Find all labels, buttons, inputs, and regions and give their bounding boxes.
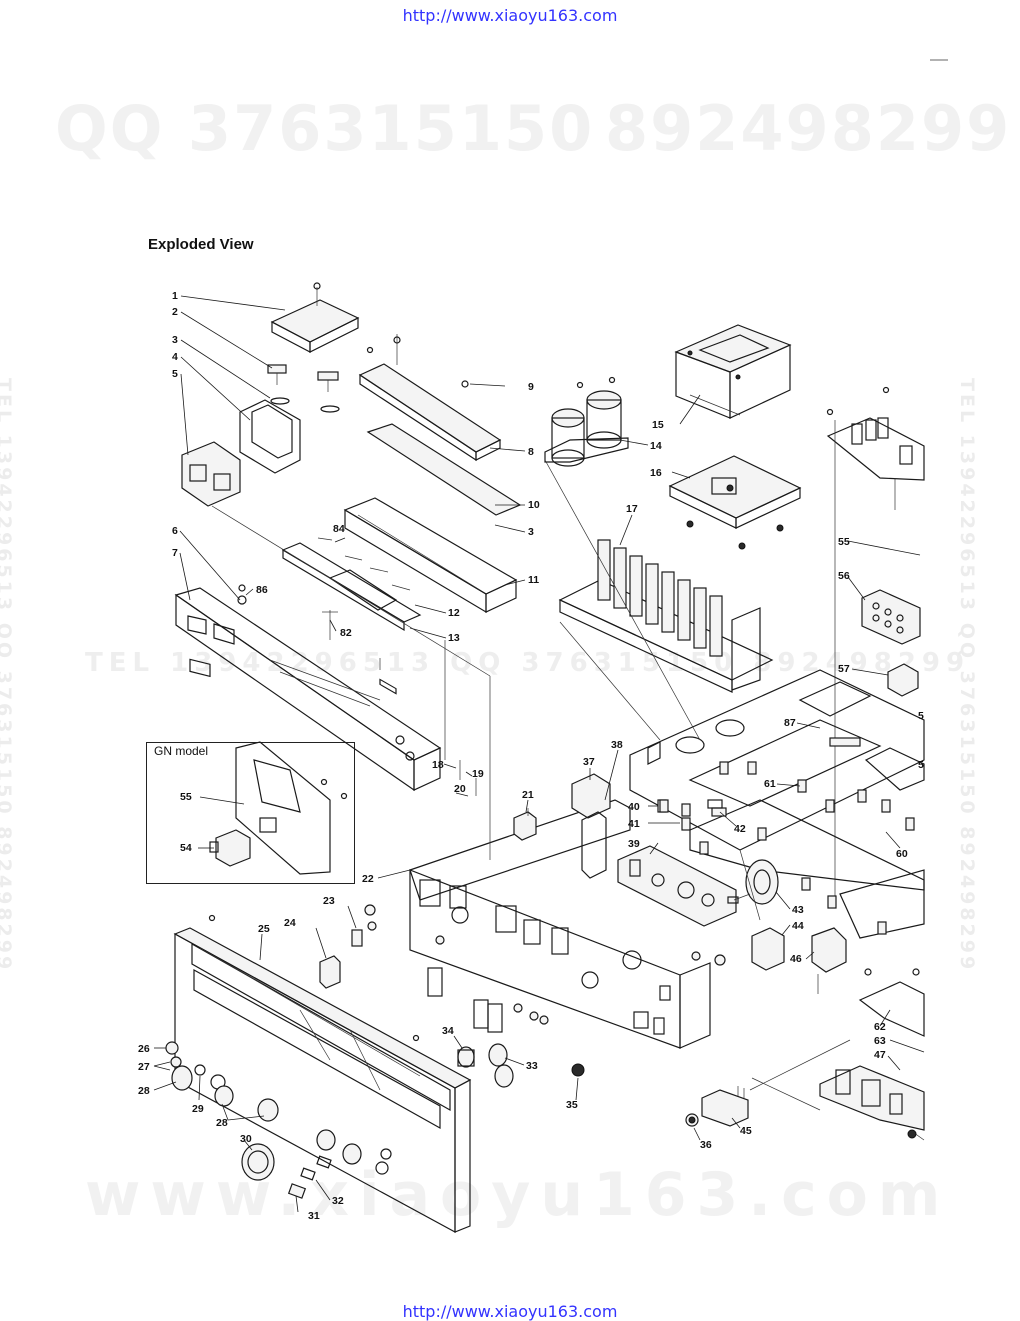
- svg-text:45: 45: [740, 1125, 752, 1137]
- switch-board-39: [617, 845, 737, 927]
- svg-text:82: 82: [340, 627, 352, 639]
- header-url[interactable]: http://www.xiaoyu163.com: [402, 6, 618, 25]
- svg-text:18: 18: [432, 759, 444, 771]
- svg-text:27: 27: [138, 1061, 150, 1073]
- svg-text:61: 61: [764, 778, 776, 790]
- svg-text:24: 24: [284, 917, 296, 929]
- gn-model-inset-box: [146, 742, 355, 884]
- svg-text:11: 11: [528, 574, 539, 586]
- svg-text:55: 55: [180, 791, 192, 803]
- svg-text:87: 87: [784, 717, 796, 729]
- svg-text:15: 15: [652, 419, 664, 431]
- svg-text:10: 10: [528, 499, 540, 511]
- svg-text:21: 21: [522, 789, 534, 801]
- svg-text:6: 6: [172, 525, 178, 537]
- svg-text:42: 42: [734, 823, 746, 835]
- svg-text:19: 19: [472, 768, 484, 780]
- svg-text:20: 20: [454, 783, 466, 795]
- watermark-www: www.xiaoyu163.com: [85, 1160, 951, 1230]
- tuning-flywheel-43: [727, 859, 779, 905]
- svg-text:26: 26: [138, 1043, 150, 1055]
- svg-text:3: 3: [528, 526, 534, 538]
- svg-text:16: 16: [650, 467, 662, 479]
- lower-right-board: [819, 981, 925, 1141]
- svg-text:13: 13: [448, 632, 460, 644]
- svg-text:55: 55: [838, 536, 850, 548]
- svg-text:36: 36: [700, 1139, 712, 1151]
- svg-text:28: 28: [138, 1085, 150, 1097]
- switch-45: [701, 1086, 749, 1127]
- diagram-title: Exploded View: [148, 236, 254, 253]
- svg-text:30: 30: [240, 1133, 252, 1145]
- svg-text:29: 29: [192, 1103, 204, 1115]
- selector-switch-37: [571, 773, 611, 879]
- svg-text:4: 4: [172, 351, 178, 363]
- watermark-qq2: 892498299: [605, 92, 1012, 165]
- svg-text:31: 31: [308, 1210, 320, 1222]
- svg-text:40: 40: [628, 801, 640, 813]
- svg-text:34: 34: [442, 1025, 454, 1037]
- svg-text:2: 2: [172, 306, 178, 318]
- gn-model-bracket: [209, 741, 348, 875]
- svg-text:86: 86: [256, 584, 268, 596]
- transformer-bracket: [668, 455, 802, 550]
- svg-text:37: 37: [583, 756, 595, 768]
- svg-text:38: 38: [611, 739, 623, 751]
- svg-text:39: 39: [628, 838, 640, 850]
- svg-text:12: 12: [448, 607, 460, 619]
- tuner-chassis-assembly: [281, 334, 522, 695]
- svg-text:8: 8: [528, 446, 534, 458]
- svg-text:43: 43: [792, 904, 804, 916]
- watermark-qq: QQ 376315150: [55, 92, 595, 165]
- meter-bracket-assembly: [181, 282, 360, 507]
- knobs-33-34: [457, 1043, 514, 1088]
- svg-text:25: 25: [258, 923, 270, 935]
- capacitor-assembly: [544, 376, 629, 467]
- svg-text:5: 5: [918, 759, 924, 771]
- svg-text:44: 44: [792, 920, 804, 932]
- svg-text:41: 41: [628, 818, 640, 830]
- svg-text:5: 5: [172, 368, 178, 380]
- front-knobs: [165, 1041, 392, 1199]
- gn-model-label: GN model: [154, 744, 209, 758]
- svg-text:56: 56: [838, 570, 850, 582]
- svg-text:84: 84: [333, 523, 345, 535]
- svg-text:62: 62: [874, 1021, 886, 1033]
- power-transformer: [674, 324, 792, 419]
- svg-text:57: 57: [838, 663, 850, 675]
- front-panel: [173, 914, 472, 1234]
- svg-text:63: 63: [874, 1035, 886, 1047]
- svg-text:1: 1: [172, 290, 178, 302]
- heatsink-assembly: [558, 539, 774, 693]
- terminal-block-56: [861, 589, 921, 645]
- footer-url[interactable]: http://www.xiaoyu163.com: [402, 1302, 618, 1321]
- svg-text:54: 54: [180, 842, 192, 854]
- svg-text:32: 32: [332, 1195, 344, 1207]
- rear-board-assembly: [826, 386, 925, 510]
- svg-text:7: 7: [172, 547, 178, 559]
- svg-text:28: 28: [216, 1117, 228, 1129]
- svg-text:35: 35: [566, 1099, 578, 1111]
- svg-text:47: 47: [874, 1049, 886, 1061]
- svg-text:5: 5: [918, 710, 924, 722]
- svg-text:60: 60: [896, 848, 908, 860]
- main-chassis: [629, 669, 925, 976]
- svg-text:3: 3: [172, 334, 178, 346]
- svg-text:33: 33: [526, 1060, 538, 1072]
- svg-text:46: 46: [790, 953, 802, 965]
- dial-glass-panel: [174, 584, 442, 792]
- svg-text:17: 17: [626, 503, 638, 515]
- svg-text:14: 14: [650, 440, 662, 452]
- front-sub-chassis: [409, 799, 711, 1049]
- svg-text:9: 9: [528, 381, 534, 393]
- svg-text:23: 23: [323, 895, 335, 907]
- svg-text:22: 22: [362, 873, 374, 885]
